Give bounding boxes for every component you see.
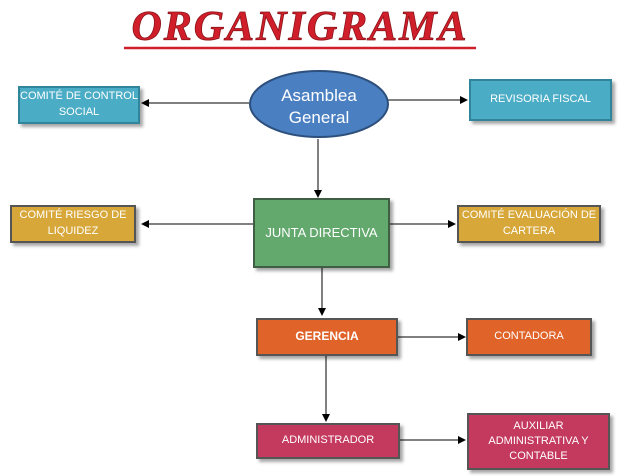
junta-directiva-node: JUNTA DIRECTIVA (253, 198, 390, 268)
revisoria-fiscal-node: REVISORIA FISCAL (469, 79, 612, 121)
contadora-label: CONTADORA (494, 330, 564, 343)
comite-evaluacion-cartera-label: COMITÉ EVALUACIÓN DE CARTERA (461, 209, 597, 237)
auxiliar-label: AUXILIAR ADMINISTRATIVA Y CONTABLE (488, 420, 589, 462)
administrador-node: ADMINISTRADOR (256, 423, 400, 459)
revisoria-fiscal-label: REVISORIA FISCAL (490, 93, 591, 106)
gerencia-node: GERENCIA (256, 318, 398, 356)
asamblea-label-line1: Asamblea (281, 86, 357, 105)
comite-control-social-node: COMITÉ DE CONTROL SOCIAL (18, 86, 140, 124)
asamblea-label-line2: General (289, 108, 349, 127)
comite-control-social-label: COMITÉ DE CONTROL SOCIAL (20, 90, 138, 118)
asamblea-ellipse (249, 70, 389, 138)
contadora-node: CONTADORA (466, 318, 592, 356)
diagram-title: ORGANIGRAMA (124, 4, 476, 50)
comite-riesgo-liquidez-label: COMITÉ RIESGO DE LIQUIDEZ (19, 209, 127, 237)
junta-directiva-label: JUNTA DIRECTIVA (265, 224, 378, 240)
administrador-label: ADMINISTRADOR (281, 434, 375, 447)
auxiliar-node: AUXILIAR ADMINISTRATIVA Y CONTABLE (467, 413, 610, 470)
gerencia-label: GERENCIA (295, 329, 359, 344)
asamblea-general-node: Asamblea General (249, 70, 389, 138)
comite-evaluacion-cartera-node: COMITÉ EVALUACIÓN DE CARTERA (457, 205, 601, 243)
title-text: ORGANIGRAMA (131, 4, 468, 50)
comite-riesgo-liquidez-node: COMITÉ RIESGO DE LIQUIDEZ (10, 205, 136, 243)
